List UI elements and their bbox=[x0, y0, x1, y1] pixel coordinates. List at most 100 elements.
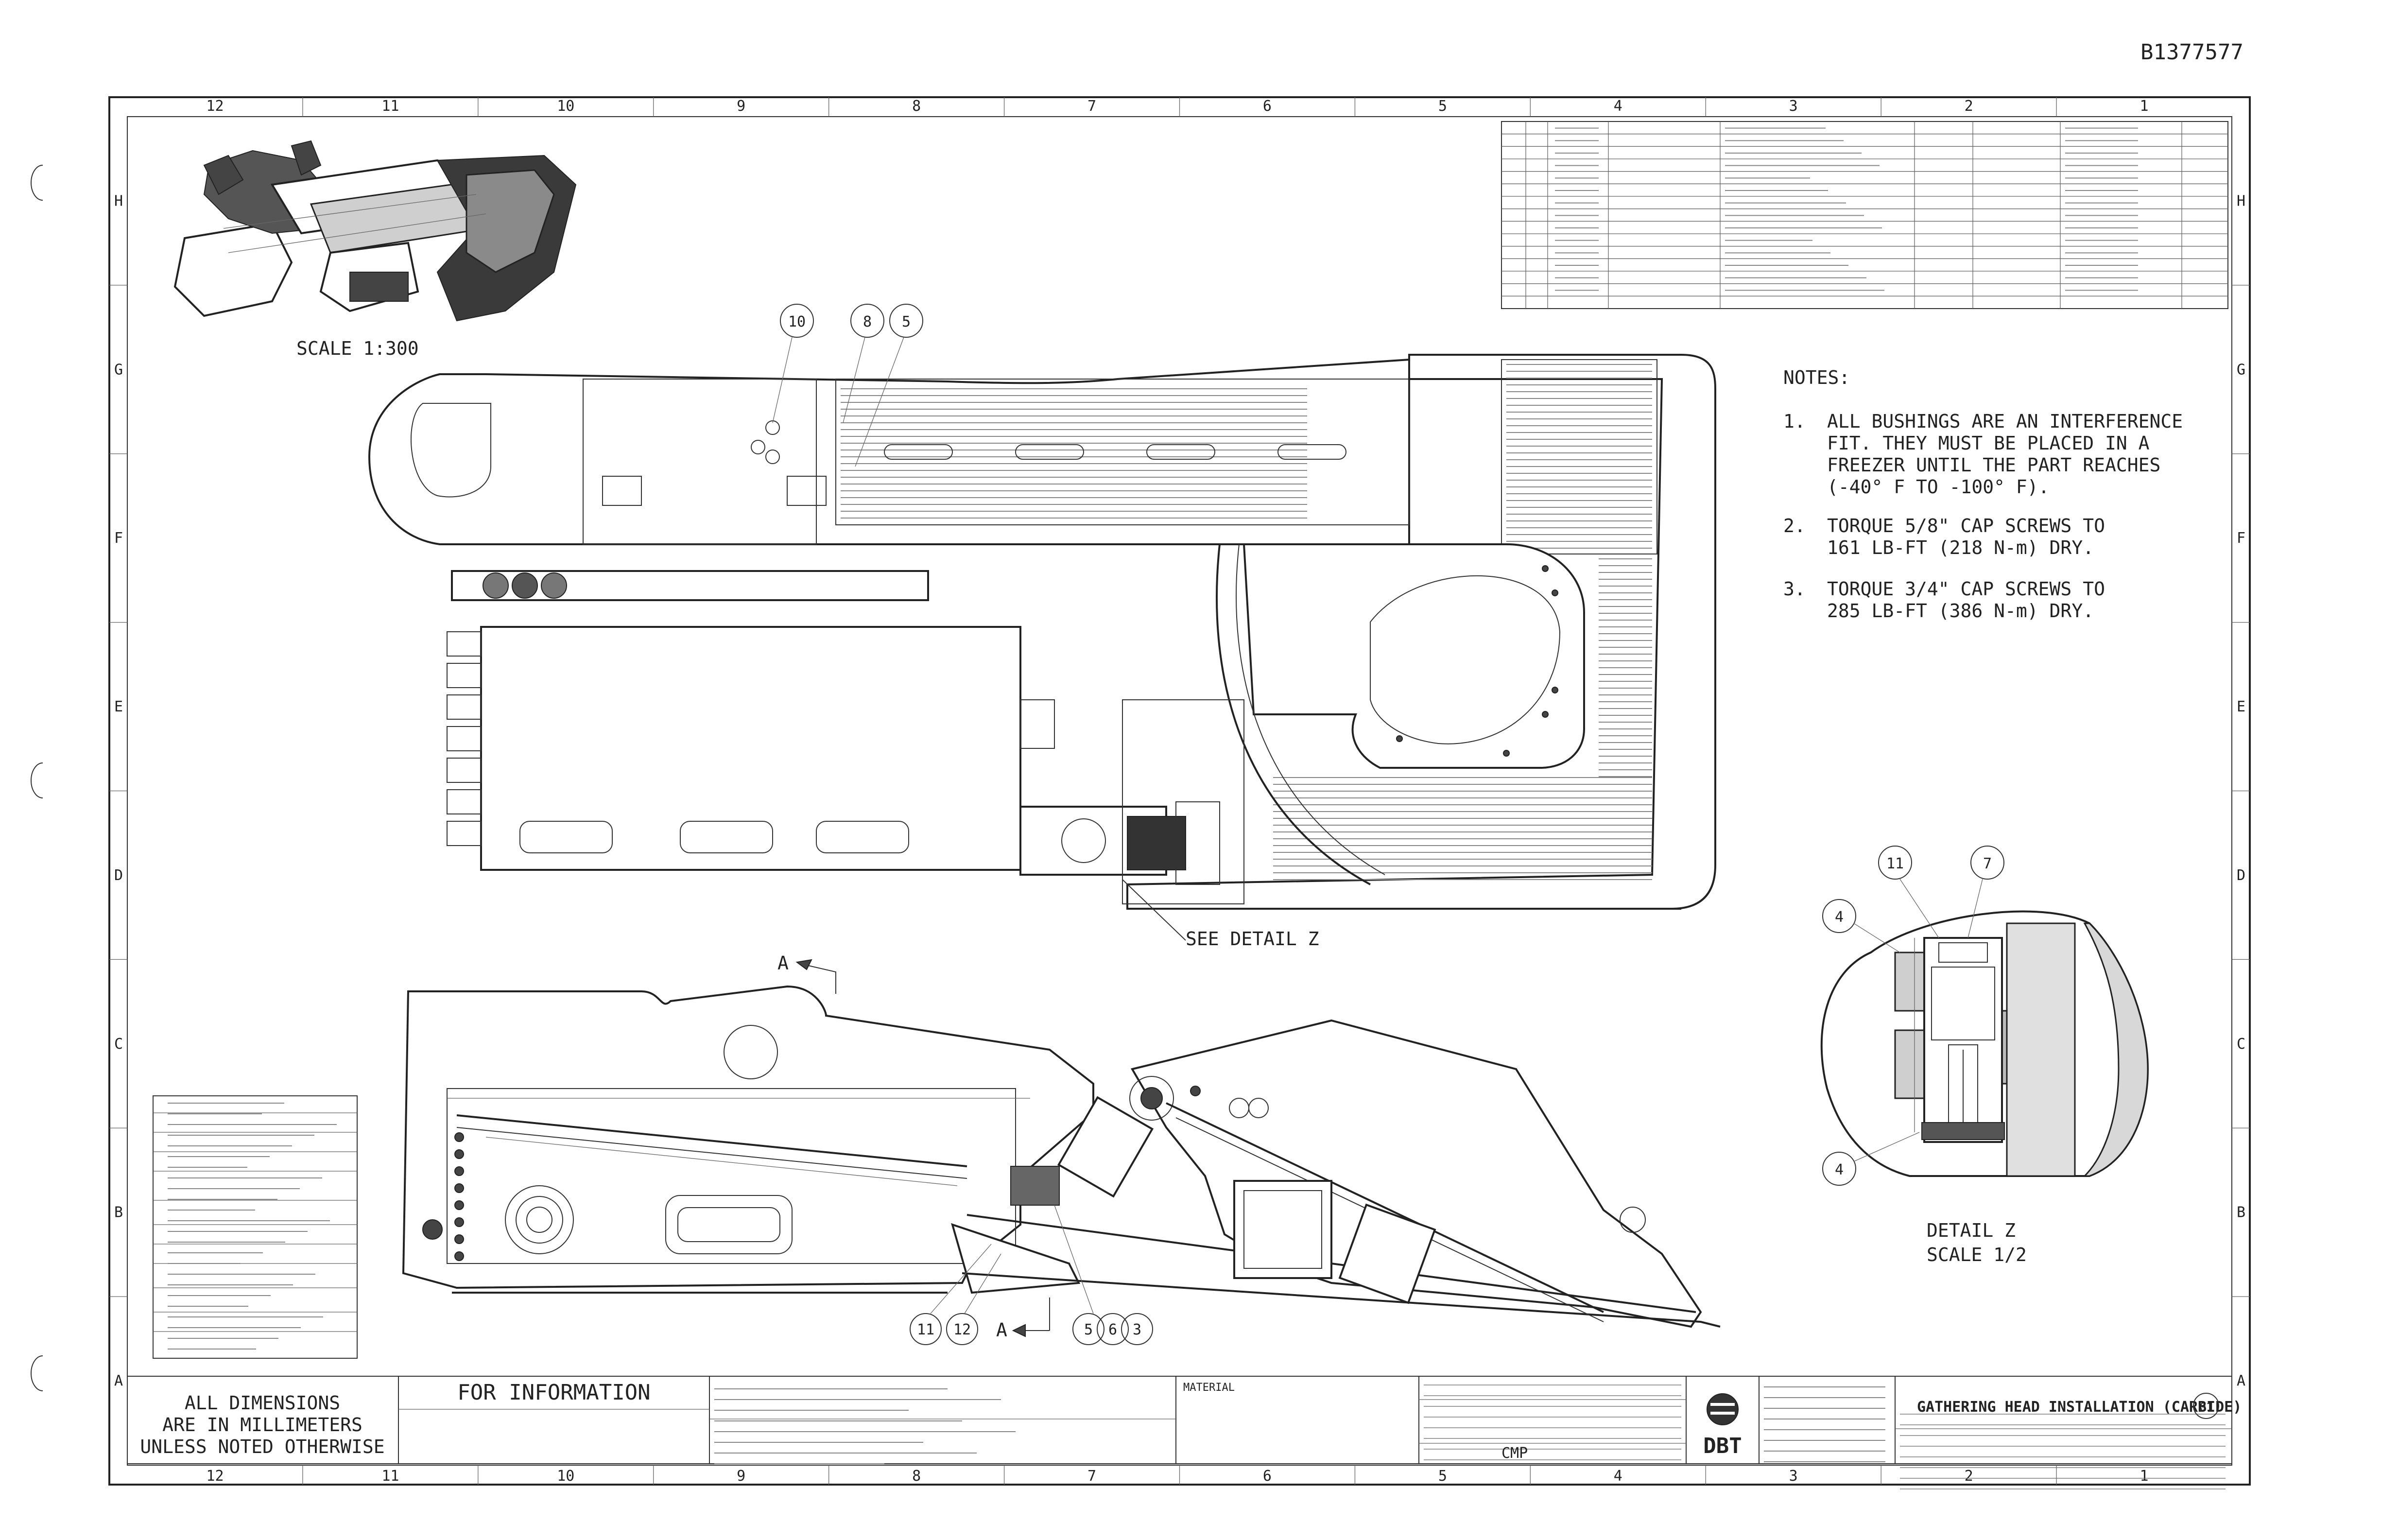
parts-list-table bbox=[1501, 121, 2228, 309]
detail-balloon-7-label: 7 bbox=[1983, 855, 1992, 872]
slot bbox=[680, 821, 773, 853]
zone-col-bottom: 11 bbox=[381, 1468, 399, 1485]
bolt bbox=[454, 1200, 464, 1210]
revision: 01 bbox=[2200, 1402, 2213, 1414]
balloon-8 bbox=[850, 304, 884, 338]
bolt bbox=[454, 1183, 464, 1193]
pad bbox=[447, 789, 482, 814]
pad bbox=[447, 821, 482, 846]
zone-col-bottom: 1 bbox=[2140, 1468, 2149, 1485]
note-2-line-2: 161 LB-FT (218 N-m) DRY. bbox=[1827, 537, 2094, 558]
slot bbox=[1015, 444, 1084, 460]
section-marks: A A bbox=[777, 952, 1050, 1341]
zone-row-left: D bbox=[114, 867, 123, 884]
balloon-10-label: 10 bbox=[788, 313, 806, 330]
detail-balloon-4-bottom-label: 4 bbox=[1835, 1161, 1844, 1178]
zone-col-top: 10 bbox=[557, 98, 574, 115]
detail-balloons: 11 7 4 4 bbox=[1822, 846, 2004, 1186]
zone-col-bottom: 2 bbox=[1965, 1468, 1973, 1485]
bolt bbox=[454, 1166, 464, 1176]
side-view-balloons: 11 12 5 6 3 bbox=[910, 1205, 1153, 1345]
balloon-3-label: 3 bbox=[1133, 1321, 1141, 1338]
company-logo: DBT bbox=[1703, 1393, 1742, 1458]
zone-col-bottom: 8 bbox=[912, 1468, 921, 1485]
side-view bbox=[402, 985, 1721, 1328]
bolt bbox=[454, 1217, 464, 1227]
side-bolts bbox=[454, 1132, 464, 1261]
slot bbox=[1146, 444, 1215, 460]
zone-row-right: C bbox=[2237, 1036, 2245, 1053]
top-view bbox=[368, 354, 1716, 910]
zone-row-left: A bbox=[114, 1373, 123, 1390]
zone-col-bottom: 9 bbox=[737, 1468, 745, 1485]
zone-row-left: E bbox=[114, 698, 123, 715]
revision-circle bbox=[2193, 1393, 2219, 1419]
zone-col-top: 8 bbox=[912, 98, 921, 115]
cmp-label: CMP bbox=[1501, 1445, 1528, 1462]
bolt bbox=[454, 1234, 464, 1244]
slot bbox=[1277, 444, 1346, 460]
balloon-3 bbox=[1121, 1313, 1153, 1345]
note-3-num: 3. bbox=[1783, 578, 1806, 600]
notes-block: NOTES: 1. ALL BUSHINGS ARE AN INTERFEREN… bbox=[1783, 367, 2183, 622]
note-1-line-4: (-40° F TO -100° F). bbox=[1827, 476, 2050, 498]
right-hatch bbox=[1273, 364, 1652, 880]
logo-icon bbox=[1707, 1393, 1739, 1425]
zone-col-top: 6 bbox=[1263, 98, 1272, 115]
zone-col-bottom: 3 bbox=[1789, 1468, 1798, 1485]
see-detail-callout: SEE DETAIL Z bbox=[1186, 928, 1319, 950]
pad bbox=[447, 663, 482, 688]
zone-row-left: C bbox=[114, 1036, 123, 1053]
balloon-12-label: 12 bbox=[953, 1321, 971, 1338]
zone-col-bottom: 6 bbox=[1263, 1468, 1272, 1485]
balloon-5 bbox=[889, 304, 923, 338]
zone-row-left: B bbox=[114, 1204, 123, 1221]
zone-col-bottom: 12 bbox=[206, 1468, 224, 1485]
isometric-view bbox=[173, 140, 577, 322]
drawing-title: GATHERING HEAD INSTALLATION (CARBIDE) bbox=[1917, 1399, 2242, 1416]
note-1-num: 1. bbox=[1783, 411, 1806, 432]
bolt bbox=[454, 1251, 464, 1261]
detail-balloon-4-bottom bbox=[1822, 1152, 1856, 1186]
detail-z bbox=[1820, 910, 2149, 1177]
drawing-number: B1377577 bbox=[2140, 40, 2243, 65]
zone-col-top: 5 bbox=[1438, 98, 1447, 115]
zone-col-top: 7 bbox=[1087, 98, 1096, 115]
note-3-line-2: 285 LB-FT (386 N-m) DRY. bbox=[1827, 600, 2094, 622]
pad bbox=[447, 631, 482, 657]
detail-balloon-4-top bbox=[1822, 899, 1856, 933]
pad bbox=[447, 726, 482, 751]
note-1-line-1: ALL BUSHINGS ARE AN INTERFERENCE bbox=[1827, 411, 2183, 432]
section-a-bottom: A bbox=[996, 1319, 1007, 1341]
balloon-6-label: 6 bbox=[1108, 1321, 1117, 1338]
note-1-line-2: FIT. THEY MUST BE PLACED IN A bbox=[1827, 433, 2150, 454]
zone-ticks bbox=[109, 97, 2250, 1485]
zone-col-top: 11 bbox=[381, 98, 399, 115]
detail-balloon-11-label: 11 bbox=[1886, 855, 1904, 872]
balloon-5-side-label: 5 bbox=[1084, 1321, 1093, 1338]
zone-row-right: E bbox=[2237, 698, 2245, 715]
dimensions-note-2: ARE IN MILLIMETERS bbox=[162, 1414, 362, 1436]
dimensions-note-1: ALL DIMENSIONS bbox=[185, 1392, 340, 1414]
zone-col-bottom: 5 bbox=[1438, 1468, 1447, 1485]
detail-title: DETAIL Z bbox=[1927, 1220, 2016, 1241]
material-label: MATERIAL bbox=[1183, 1382, 1235, 1394]
balloon-10 bbox=[780, 304, 814, 338]
bolt bbox=[454, 1149, 464, 1159]
pad bbox=[447, 758, 482, 783]
slot bbox=[519, 821, 613, 853]
zone-col-top: 12 bbox=[206, 98, 224, 115]
zone-row-right: H bbox=[2237, 192, 2245, 209]
zone-col-bottom: 10 bbox=[557, 1468, 574, 1485]
balloon-5-label: 5 bbox=[902, 313, 911, 330]
left-info-table bbox=[153, 1095, 358, 1359]
slots-bottom bbox=[519, 821, 909, 853]
company-logo-text: DBT bbox=[1703, 1434, 1742, 1458]
dimensions-note-3: UNLESS NOTED OTHERWISE bbox=[140, 1436, 384, 1457]
balloon-11-label: 11 bbox=[917, 1321, 934, 1338]
top-view-balloons: 10 8 5 bbox=[772, 304, 923, 467]
detail-scale: SCALE 1/2 bbox=[1927, 1244, 2027, 1265]
notes-title: NOTES: bbox=[1783, 367, 1850, 388]
